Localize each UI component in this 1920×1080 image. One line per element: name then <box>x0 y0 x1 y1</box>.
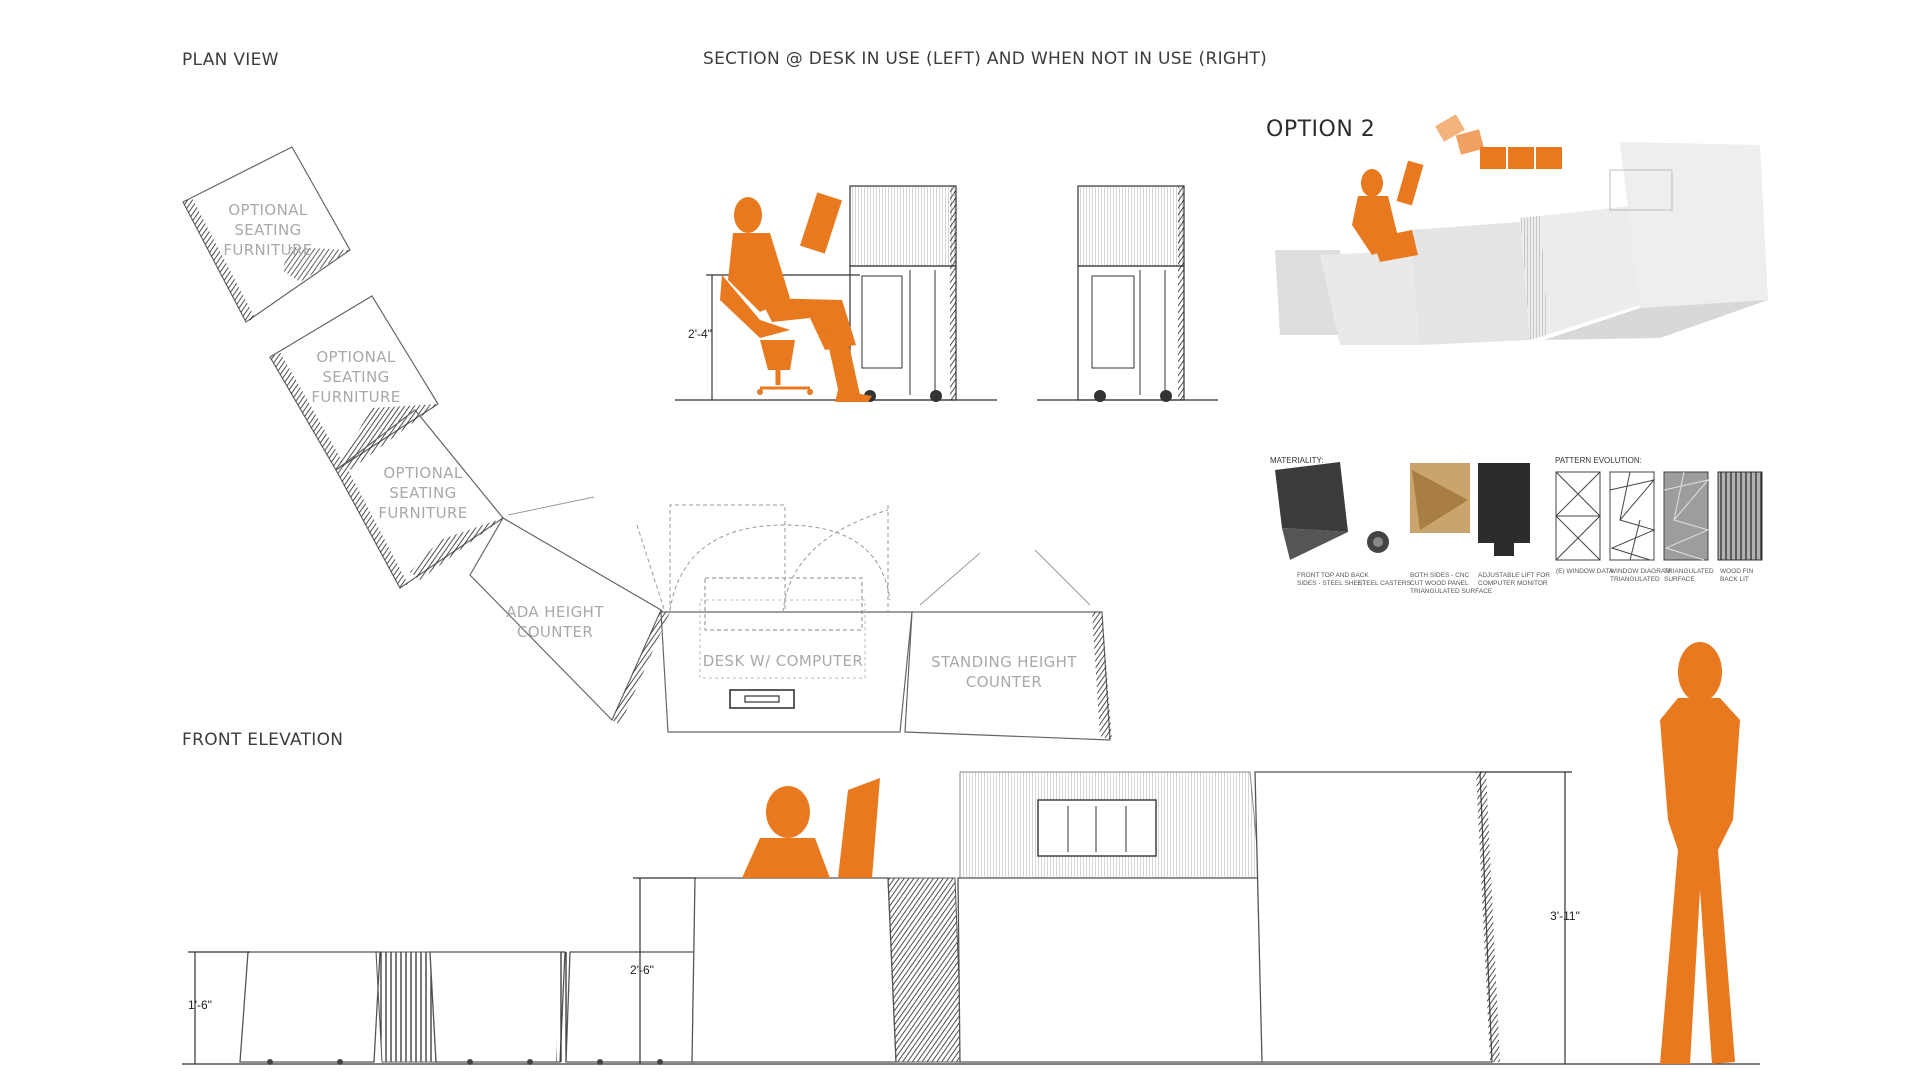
ada-label-line1: ADA HEIGHT <box>506 603 604 621</box>
pattern-caption-2b: TRIANGULATED <box>1610 576 1660 583</box>
elevation-ada-counter <box>691 877 963 1063</box>
pattern-evolution-panel: PATTERN EVOLUTION: (E) WINDOW DATA WINDO… <box>1555 456 1763 583</box>
standing-label-line2: COUNTER <box>966 673 1042 691</box>
standing-person-figure <box>1660 642 1740 1064</box>
desk-label: DESK W/ COMPUTER <box>703 652 864 670</box>
plan-seating-3: OPTIONAL SEATING FURNITURE <box>335 409 504 589</box>
pattern-caption-4a: WOOD FIN <box>1720 568 1754 575</box>
elevation-seating-blocks <box>239 951 701 1065</box>
materiality-caption-3a: BOTH SIDES - CNC <box>1410 572 1470 579</box>
seating-2-label-line2: SEATING <box>322 368 389 386</box>
seated-person-figure <box>720 192 872 402</box>
plan-standing-counter: STANDING HEIGHT COUNTER <box>904 549 1112 741</box>
pattern-evolution-heading: PATTERN EVOLUTION: <box>1555 456 1642 465</box>
office-chair-icon <box>757 340 813 395</box>
materiality-caption-4a: ADJUSTABLE LIFT FOR <box>1478 572 1550 579</box>
section-title: SECTION @ DESK IN USE (LEFT) AND WHEN NO… <box>703 49 1267 69</box>
standing-height-dimension: 3'-11" <box>1550 909 1580 923</box>
plan-ada-counter: ADA HEIGHT COUNTER <box>469 496 670 725</box>
section-desk-in-use: 2'-4" <box>675 185 997 402</box>
seating-2-label-line1: OPTIONAL <box>316 348 396 366</box>
pattern-triangulated-surface <box>1663 471 1710 561</box>
option-2-render <box>1275 114 1768 345</box>
front-elevation-title: FRONT ELEVATION <box>182 730 343 750</box>
standing-label-line1: STANDING HEIGHT <box>931 653 1077 671</box>
seating-3-label-line2: SEATING <box>389 484 456 502</box>
materiality-caption-3b: CUT WOOD PANEL <box>1410 580 1469 587</box>
elevation-standing-counter <box>1254 771 1500 1063</box>
ada-label-line2: COUNTER <box>517 623 593 641</box>
seating-3-label-line3: FURNITURE <box>378 504 467 522</box>
elevation-desk-panel <box>957 771 1265 1063</box>
plan-desk: DESK W/ COMPUTER <box>636 504 913 733</box>
pattern-window-data <box>1555 471 1601 561</box>
materiality-heading: MATERIALITY: <box>1270 456 1324 465</box>
option-title: OPTION 2 <box>1266 117 1375 142</box>
pattern-caption-1: (E) WINDOW DATA <box>1556 568 1614 575</box>
pattern-caption-4b: BACK LIT <box>1720 576 1749 583</box>
option-seated-person-figure <box>1352 160 1424 262</box>
seating-1-label-line3: FURNITURE <box>223 241 312 259</box>
seating-3-label-line1: OPTIONAL <box>383 464 463 482</box>
pattern-caption-3a: TRIANGULATED <box>1664 568 1714 575</box>
section-desk-not-in-use <box>1037 185 1218 402</box>
pattern-wood-fin <box>1717 471 1763 561</box>
materiality-caption-4b: COMPUTER MONITOR <box>1478 580 1548 587</box>
pattern-caption-2a: WINDOW DIAGRAM <box>1610 568 1671 575</box>
ada-height-dimension: 2'-6" <box>630 963 654 977</box>
plan-view-title: PLAN VIEW <box>182 50 279 70</box>
pattern-window-diagram <box>1609 471 1656 561</box>
plan-seating-2: OPTIONAL SEATING FURNITURE <box>269 295 439 471</box>
seating-height-dimension: 1'-6" <box>188 998 212 1012</box>
seating-1-label-line2: SEATING <box>234 221 301 239</box>
seating-1-label-line1: OPTIONAL <box>228 201 308 219</box>
section-dimension-label: 2'-4" <box>688 327 712 341</box>
materiality-caption-1b: SIDES - STEEL SHEET <box>1297 580 1366 587</box>
plan-seating-1: OPTIONAL SEATING FURNITURE <box>182 146 351 323</box>
pattern-caption-3b: SURFACE <box>1664 576 1695 583</box>
steel-sheet-sample <box>1275 462 1348 532</box>
materiality-panel: MATERIALITY: FRONT TOP AND BACK SIDES - … <box>1270 456 1550 595</box>
materiality-caption-2: STEEL CASTERS <box>1358 580 1412 587</box>
elevation-seated-person-figure <box>742 778 880 878</box>
plan-view: OPTIONAL SEATING FURNITURE OPTIONAL SEAT… <box>182 146 1112 741</box>
materiality-caption-1a: FRONT TOP AND BACK <box>1297 572 1369 579</box>
front-elevation: 1'-6" 2'-6" 3'-11" <box>182 642 1760 1065</box>
materiality-caption-3c: TRIANGULATED SURFACE <box>1410 588 1493 595</box>
seating-2-label-line3: FURNITURE <box>311 388 400 406</box>
monitor-lift-sample <box>1478 463 1530 543</box>
